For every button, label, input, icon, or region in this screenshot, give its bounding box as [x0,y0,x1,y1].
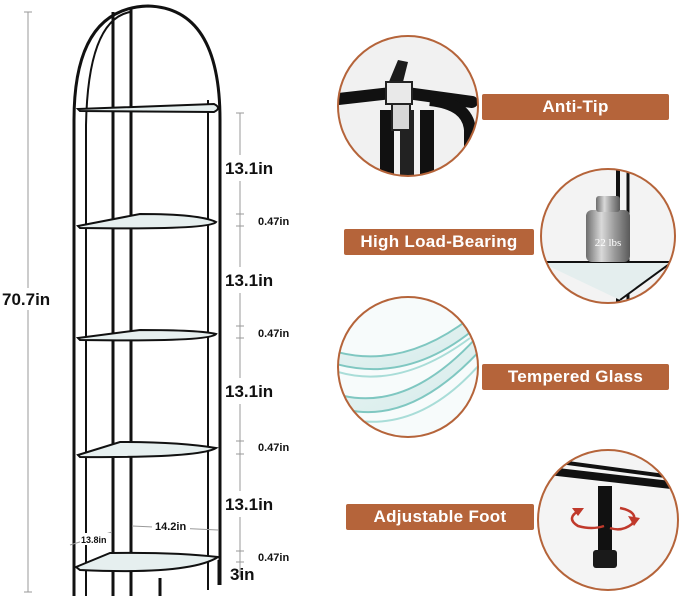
anti-tip-badge: Anti-Tip [482,94,669,120]
shelf-thickness-label-4: 0.47in [258,552,289,564]
adjustable-foot-badge: Adjustable Foot [346,504,534,530]
total-height-label: 70.7in [2,290,50,309]
shelf-3 [75,328,218,342]
shelf-gap-label-1: 13.1in [225,159,273,178]
weight-icon [586,210,630,262]
load-bearing-detail: 22 lbs [540,168,676,304]
shelf-gap-label-2: 13.1in [225,271,273,290]
shelf-1 [75,102,219,114]
adjustable-foot-detail [537,449,679,591]
shelf-gap-label-3: 13.1in [225,382,273,401]
anti-tip-detail [337,35,479,177]
shelf-thickness-label-2: 0.47in [258,328,289,340]
width-label: 14.2in [155,521,186,533]
anti-tip-strap-icon [388,60,408,86]
shelf-thickness-label-3: 0.47in [258,442,289,454]
dimension-total-height [2,11,64,593]
rotate-arrows-icon [570,506,640,531]
shelf-5 [73,551,221,573]
tempered-glass-badge: Tempered Glass [482,364,669,390]
tempered-glass-detail [337,296,479,438]
weight-label: 22 lbs [595,237,622,249]
shelf-4 [76,440,219,459]
shelf-arch-inner [85,11,131,596]
depth-label: 13.8in [81,535,107,545]
corner-shelf [72,4,222,596]
load-bearing-badge: High Load-Bearing [344,229,534,255]
foot-height-label: 3in [230,565,255,584]
shelf-gap-label-4: 13.1in [225,495,273,514]
shelf-arch-outer [72,4,222,596]
shelf-thickness-label-1: 0.47in [258,216,289,228]
shelf-2 [75,212,218,230]
